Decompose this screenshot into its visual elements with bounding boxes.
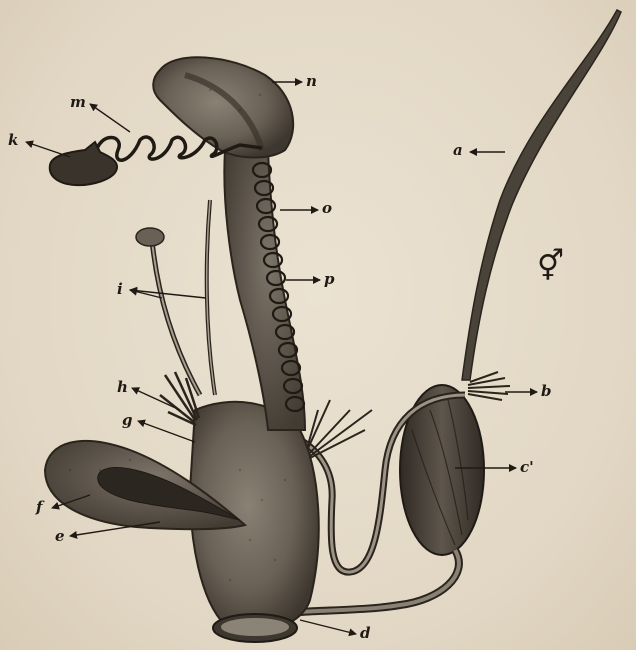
structure-o-column [224,150,305,430]
label-h: h [117,380,128,395]
label-g: g [122,413,133,428]
label-a: a [453,143,463,158]
label-p: p [324,272,335,287]
label-o: o [322,201,332,216]
hermaphrodite-symbol: ⚥ [537,252,564,282]
leader-g [138,421,195,442]
label-c: c' [520,460,534,475]
structure-n-head [153,57,293,157]
structure-k-disc [50,142,117,185]
leader-i2 [130,290,206,298]
structure-a-tube [462,10,621,380]
label-b: b [541,384,552,399]
label-k: k [8,133,18,148]
leader-h [132,388,180,410]
label-f: f [36,500,42,515]
label-e: e [55,529,65,544]
leader-d [300,620,356,634]
leader-m [90,104,130,132]
label-n: n [306,74,317,89]
label-i: i [117,282,123,297]
label-m: m [70,95,86,110]
duct-lower [300,550,459,612]
structure-b-tuft [468,372,510,400]
label-d: d [360,626,371,641]
leader-k [26,142,70,157]
